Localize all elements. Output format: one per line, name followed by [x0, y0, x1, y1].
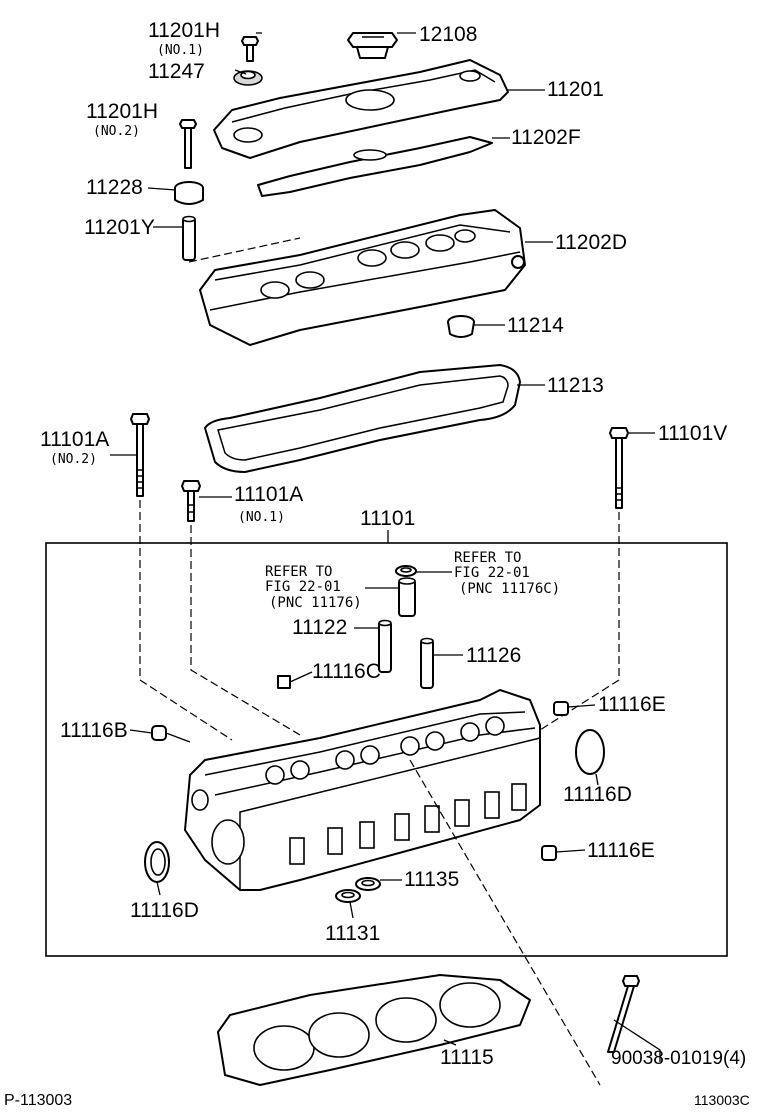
label-11116d-right: 11116D — [563, 783, 632, 806]
label-11116e-top: 11116E — [598, 693, 666, 716]
ref-11176-line2: FIG 22-01 — [265, 579, 341, 595]
washer-11247-drawing — [233, 70, 263, 86]
label-11122: 11122 — [292, 616, 347, 639]
label-11116e-bottom: 11116E — [587, 839, 655, 862]
label-11201y: 11201Y — [84, 216, 155, 239]
bolt-11101a-no2-drawing — [130, 413, 150, 497]
bolt-11201h-no2-drawing — [179, 119, 197, 169]
label-11247: 11247 — [148, 60, 205, 83]
footer-right-code: 113003C — [694, 1092, 750, 1108]
bolt-11201h-no1-drawing — [241, 36, 259, 62]
sleeve-11201y-drawing — [182, 215, 196, 261]
label-90038: 90038-01019(4) — [611, 1048, 746, 1069]
cylinder-head-block-drawing — [184, 689, 541, 891]
gasket-11213-drawing — [204, 364, 521, 473]
leader-lines — [110, 32, 661, 1062]
head-cover-11202d-drawing — [199, 209, 526, 346]
label-11116b: 11116B — [60, 719, 128, 742]
seal-11131-drawing — [335, 889, 361, 903]
seal-11135-drawing — [355, 877, 381, 891]
label-12108: 12108 — [419, 23, 477, 46]
plug-11116b-drawing — [151, 725, 167, 741]
grommet-11228-drawing — [174, 181, 204, 205]
part-11176-drawing — [398, 577, 416, 617]
ref-11176c-line3: (PNC 11176C) — [459, 581, 560, 597]
label-11116d-left: 11116D — [130, 899, 199, 922]
ref-11176-line3: (PNC 11176) — [269, 595, 362, 611]
label-11202d: 11202D — [555, 231, 627, 254]
bolt-11101v-drawing — [609, 427, 629, 509]
head-cover-11201-drawing — [213, 59, 509, 159]
label-11131: 11131 — [325, 922, 380, 945]
label-11101a-no1-sub: (NO.1) — [238, 510, 285, 525]
ring-11176c-drawing — [395, 565, 417, 577]
label-11101v: 11101V — [658, 422, 727, 445]
head-gasket-11115-drawing — [217, 974, 531, 1086]
gasket-11202f-drawing — [257, 136, 493, 197]
cylinder-head-assembly-frame — [45, 542, 728, 957]
label-11201h-no2-sub: (NO.2) — [93, 124, 140, 139]
label-11201: 11201 — [547, 78, 604, 101]
oil-filler-cap-12108-drawing — [347, 32, 398, 59]
label-11101a-no1: 11101A — [234, 483, 303, 506]
label-11101: 11101 — [360, 507, 415, 530]
plug-11116d-left-drawing — [144, 841, 170, 883]
plug-11116c-drawing — [277, 675, 291, 689]
footer-left-code: P-113003 — [4, 1092, 72, 1109]
label-11201h-no1: 11201H — [148, 19, 220, 42]
bolt-11101a-no1-drawing — [181, 480, 201, 522]
label-11202f: 11202F — [511, 126, 581, 149]
plug-11116d-right-drawing — [575, 729, 605, 775]
label-11115: 11115 — [440, 1046, 494, 1069]
part-labels: 11201H (NO.1) 12108 11247 11201 11201H (… — [4, 19, 750, 1109]
label-11228: 11228 — [86, 176, 143, 199]
label-11101a-no2-sub: (NO.2) — [50, 452, 97, 467]
guide-11122-drawing — [378, 619, 392, 673]
guide-11126-drawing — [420, 637, 434, 689]
plug-11116e-bottom-drawing — [541, 845, 557, 861]
label-11116c: 11116C — [312, 660, 381, 683]
ref-11176c-line2: FIG 22-01 — [454, 565, 530, 581]
label-11201h-no2: 11201H — [86, 100, 158, 123]
ref-11176c-line1: REFER TO — [454, 550, 521, 566]
grommet-11214-drawing — [447, 315, 475, 338]
label-11126: 11126 — [466, 644, 521, 667]
ref-11176-line1: REFER TO — [265, 564, 332, 580]
label-11101a-no2: 11101A — [40, 428, 109, 451]
label-11201h-no1-sub: (NO.1) — [157, 43, 204, 58]
label-11214: 11214 — [507, 314, 564, 337]
label-11135: 11135 — [404, 868, 459, 891]
label-11213: 11213 — [547, 374, 604, 397]
plug-11116e-top-drawing — [553, 701, 569, 716]
bolt-90038-drawing — [607, 975, 640, 1053]
